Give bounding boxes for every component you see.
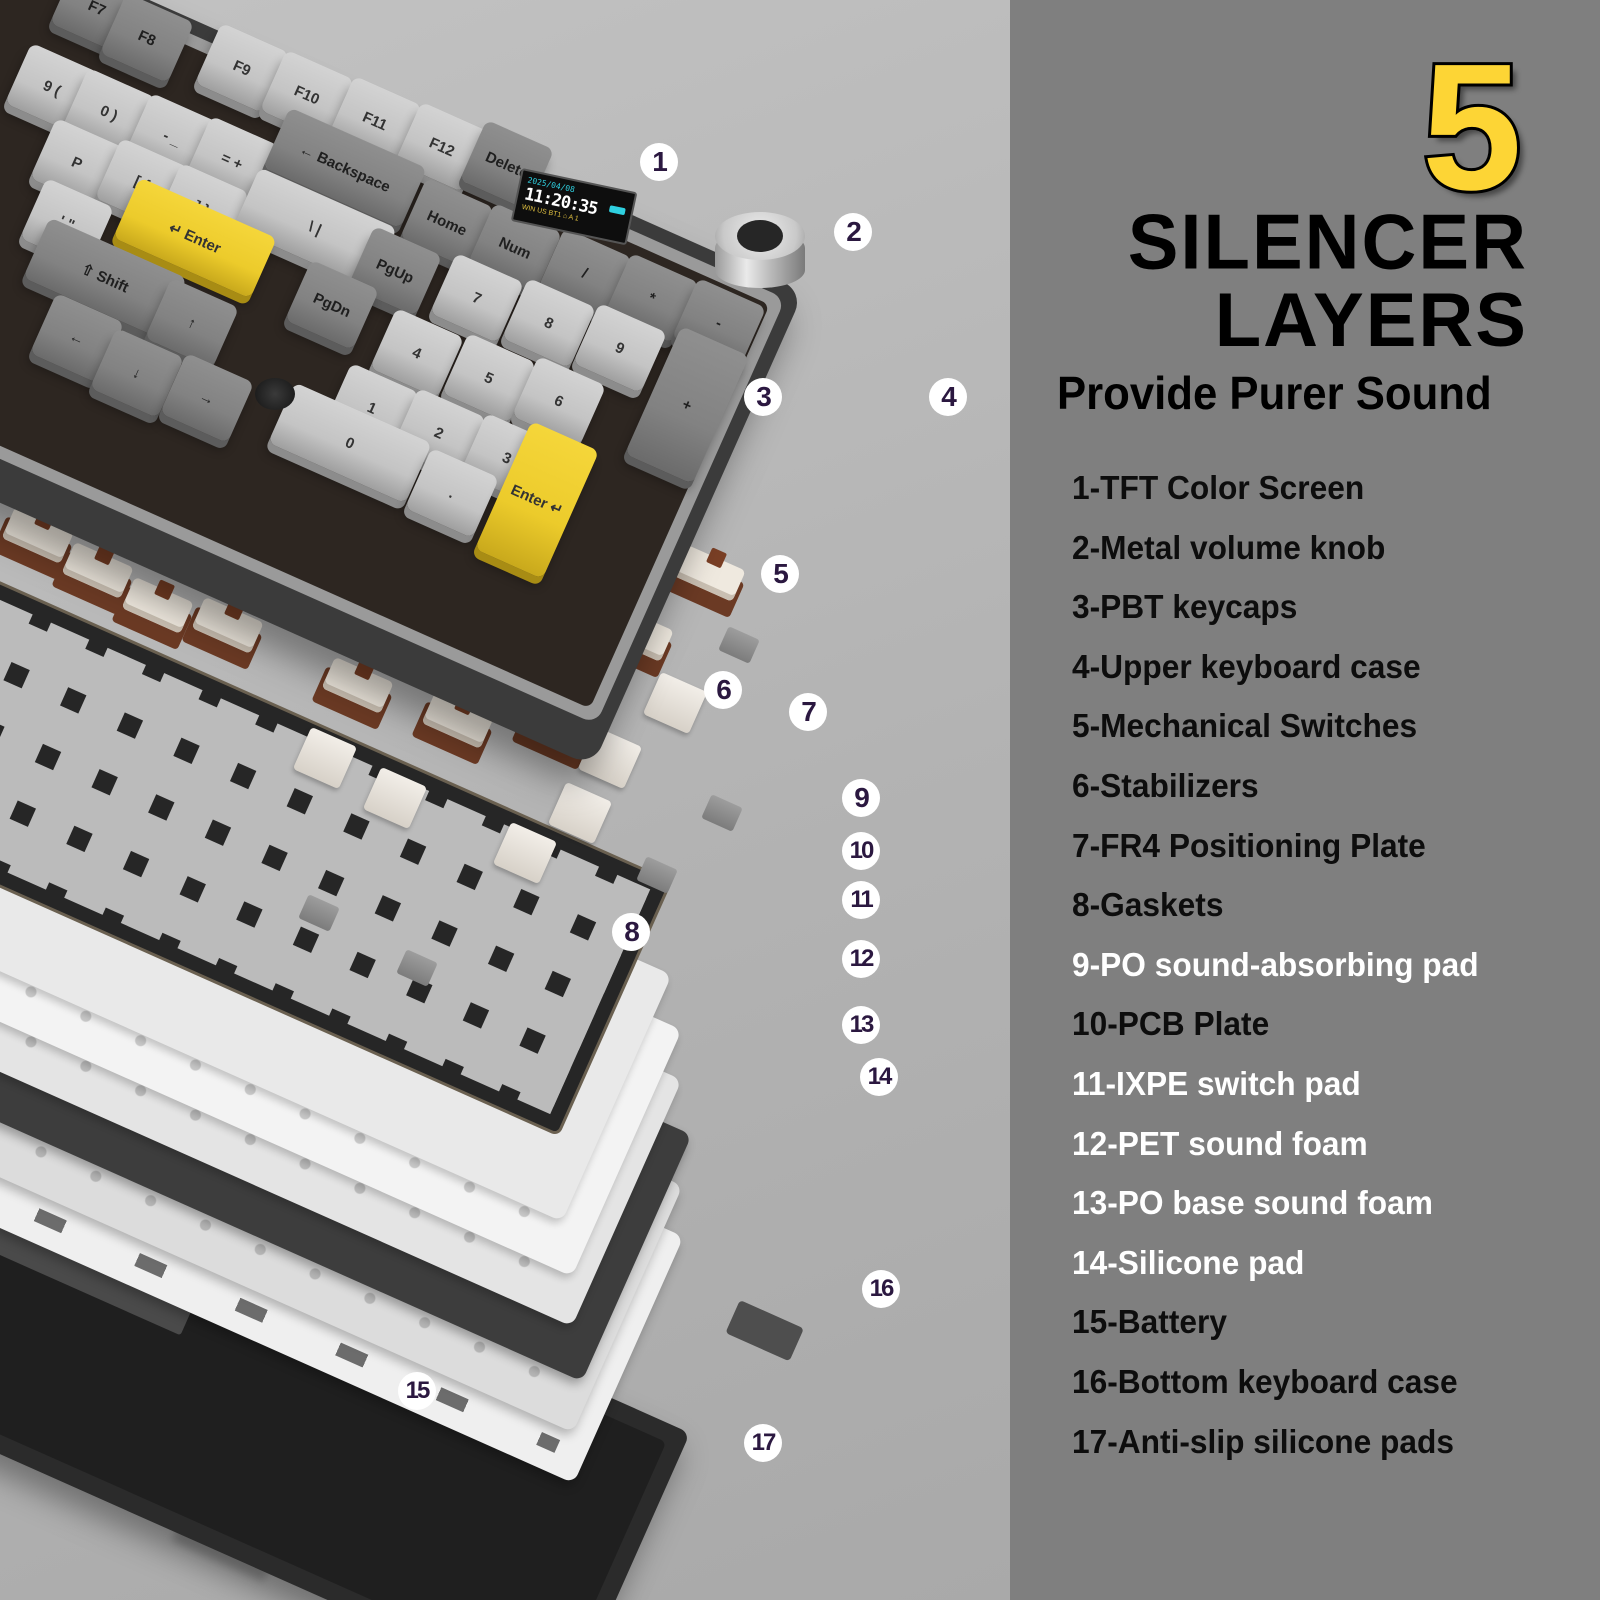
layer-count: 5 [1419,27,1525,228]
legend-item: 11-IXPE switch pad [1072,1064,1361,1102]
callout-badge-9: 9 [842,779,880,817]
legend-item: 15-Battery [1072,1303,1227,1341]
callout-badge-1: 1 [640,143,678,181]
legend-item: 13-PO base sound foam [1072,1184,1433,1222]
gasket [701,794,743,832]
callout-badge-15: 15 [398,1372,436,1410]
legend-item: 8-Gaskets [1072,886,1224,924]
joystick [255,378,295,410]
legend-item: 17-Anti-slip silicone pads [1072,1422,1455,1460]
subtitle: Provide Purer Sound [1057,367,1492,419]
anti-slip-silicone-pad [725,1300,804,1362]
legend-item: 2-Metal volume knob [1072,528,1386,566]
callout-badge-11: 11 [842,881,880,919]
legend-item: 1-TFT Color Screen [1072,469,1365,506]
legend-item: 9-PO sound-absorbing pad [1072,945,1479,983]
legend-item: 12-PET sound foam [1072,1124,1368,1162]
metal-volume-knob [715,212,805,292]
callout-badge-14: 14 [860,1058,898,1096]
callout-badge-12: 12 [842,940,880,978]
stabilizer [642,671,708,735]
title-line-2: LAYERS [1214,278,1528,363]
callout-badge-4: 4 [929,378,967,416]
legend-item: 14-Silicone pad [1072,1243,1305,1281]
info-panel: 5 SILENCER LAYERS Provide Purer Sound 1-… [1010,0,1600,1600]
callout-badge-2: 2 [834,213,872,251]
legend-item: 6-Stabilizers [1072,766,1259,804]
legend-item: 7-FR4 Positioning Plate [1072,826,1426,864]
callout-badge-5: 5 [761,555,799,593]
legend-item: 4-Upper keyboard case [1072,647,1421,685]
callout-badge-17: 17 [744,1424,782,1462]
exploded-keyboard-illustration: F7 F8 F9 F10 F11 F12 Delete 9 ( 0 ) - _ … [0,0,1010,1600]
callout-badge-10: 10 [842,832,880,870]
component-legend: 1-TFT Color Screen 2-Metal volume knob 3… [1072,458,1496,1471]
legend-item: 10-PCB Plate [1072,1005,1270,1043]
callout-badge-3: 3 [744,378,782,416]
legend-item: 16-Bottom keyboard case [1072,1362,1458,1400]
gasket [718,626,760,664]
callout-badge-16: 16 [862,1270,900,1308]
callout-badge-13: 13 [842,1006,880,1044]
callout-badge-6: 6 [704,671,742,709]
callout-badge-8: 8 [612,913,650,951]
legend-item: 5-Mechanical Switches [1072,707,1418,745]
title-line-1: SILENCER [1127,199,1528,286]
legend-item: 3-PBT keycaps [1072,588,1298,626]
callout-badge-7: 7 [789,693,827,731]
